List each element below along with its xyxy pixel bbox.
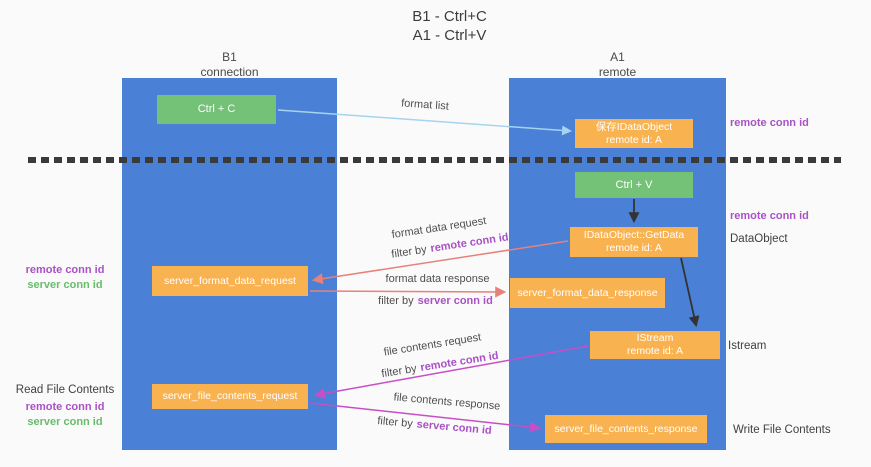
server-conn-id-text: server conn id bbox=[417, 295, 493, 307]
server-file-contents-response-box: server_file_contents_response bbox=[545, 415, 707, 443]
phase-separator-dashed-line bbox=[28, 157, 841, 163]
dataobject-side-label: DataObject bbox=[730, 233, 788, 245]
ctrl-v-label: Ctrl + V bbox=[615, 178, 653, 191]
save-idataobject-box: 保存IDataObject remote id: A bbox=[575, 119, 693, 148]
istream-box: IStream remote id: A bbox=[590, 331, 720, 359]
server-file-contents-response-label: server_file_contents_response bbox=[554, 422, 698, 435]
remote-conn-id-left-label-bottom: remote conn id bbox=[25, 401, 105, 413]
server-format-data-response-box: server_format_data_response bbox=[510, 278, 665, 308]
diagram-title: B1 - Ctrl+C A1 - Ctrl+V bbox=[28, 7, 871, 45]
read-file-contents-label: Read File Contents bbox=[15, 384, 115, 396]
ctrl-c-box: Ctrl + C bbox=[157, 95, 276, 124]
title-line-1: B1 - Ctrl+C bbox=[412, 8, 487, 25]
column-header-a1: A1 remote bbox=[509, 50, 726, 80]
save-idataobject-line1: 保存IDataObject bbox=[595, 120, 673, 133]
remote-conn-id-side-label-mid: remote conn id bbox=[730, 210, 809, 222]
server-file-contents-request-box: server_file_contents_request bbox=[152, 384, 308, 409]
server-format-data-request-label: server_format_data_request bbox=[164, 274, 296, 287]
format-data-response-label: format data response bbox=[385, 273, 490, 285]
write-file-contents-label: Write File Contents bbox=[733, 424, 831, 436]
remote-conn-id-left-label-top: remote conn id bbox=[25, 264, 105, 276]
arrow-file-contents-response bbox=[309, 402, 542, 433]
istream-line1: IStream bbox=[636, 332, 674, 344]
arrow-format-list bbox=[277, 109, 572, 136]
server-format-data-request-box: server_format_data_request bbox=[152, 266, 308, 296]
column-role-connection: connection bbox=[200, 65, 259, 79]
server-file-contents-request-label: server_file_contents_request bbox=[162, 390, 298, 402]
filter-by-text: filter by bbox=[378, 295, 414, 307]
arrow-format-data-response bbox=[309, 286, 507, 298]
title-line-2: A1 - Ctrl+V bbox=[412, 27, 487, 44]
getdata-line2: remote id: A bbox=[605, 242, 663, 254]
column-role-remote: remote bbox=[598, 65, 637, 79]
remote-conn-id-side-label-top: remote conn id bbox=[730, 117, 809, 129]
ctrl-v-box: Ctrl + V bbox=[575, 172, 693, 198]
column-header-b1: B1 connection bbox=[122, 50, 337, 80]
idataobject-getdata-box: IDataObject::GetData remote id: A bbox=[570, 227, 698, 257]
server-format-data-response-label: server_format_data_response bbox=[517, 286, 658, 299]
column-name-a1: A1 bbox=[610, 50, 625, 64]
server-conn-id-left-label-bottom: server conn id bbox=[27, 416, 103, 428]
server-conn-id-left-label-top: server conn id bbox=[27, 279, 103, 291]
arrow-format-data-request bbox=[311, 240, 569, 285]
arrow-getdata-to-istream bbox=[680, 257, 700, 328]
ctrl-c-label: Ctrl + C bbox=[197, 103, 236, 115]
istream-line2: remote id: A bbox=[626, 345, 684, 357]
arrow-file-contents-request bbox=[313, 345, 589, 399]
istream-side-label: Istream bbox=[728, 340, 767, 352]
column-name-b1: B1 bbox=[222, 50, 237, 64]
getdata-line1: IDataObject::GetData bbox=[583, 229, 685, 241]
save-idataobject-line2: remote id: A bbox=[605, 133, 663, 146]
